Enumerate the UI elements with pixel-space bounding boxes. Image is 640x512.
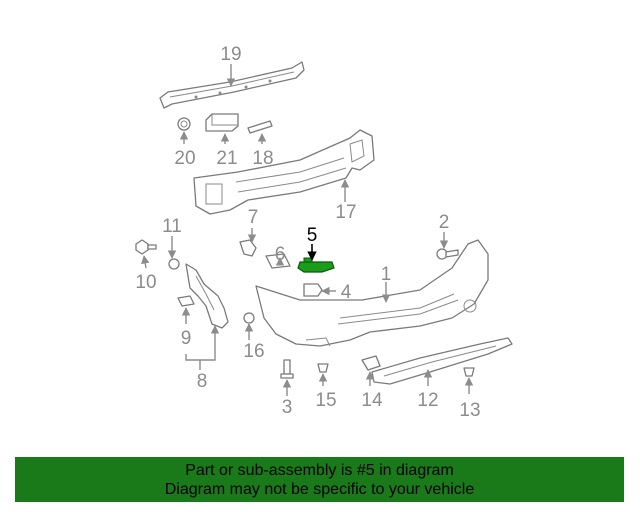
part-17-absorber <box>193 129 375 215</box>
part-10-bolt <box>135 239 157 255</box>
part-2-screw <box>436 248 459 260</box>
part-14-bracket <box>361 355 381 371</box>
part-15-clip <box>317 363 329 373</box>
part-18-rod <box>247 120 273 134</box>
callout-17: 17 <box>335 202 356 223</box>
callout-numbers: 19 20 21 18 17 7 6 5 11 10 2 1 4 9 16 8 … <box>135 44 480 421</box>
callout-7: 7 <box>248 207 259 228</box>
callout-9: 9 <box>181 328 192 349</box>
callout-16: 16 <box>243 341 264 362</box>
callout-3: 3 <box>282 397 293 418</box>
part-7-bracket <box>239 239 257 257</box>
part-9-bracket <box>177 295 195 307</box>
callout-4: 4 <box>341 282 352 303</box>
part-8-mudguard <box>185 263 229 329</box>
callout-20: 20 <box>174 148 195 169</box>
info-banner: Part or sub-assembly is #5 in diagram Di… <box>15 457 624 502</box>
callout-5: 5 <box>307 225 318 246</box>
callout-13: 13 <box>459 400 480 421</box>
callout-18: 18 <box>252 148 273 169</box>
callout-11: 11 <box>162 216 182 237</box>
part-11-clip <box>168 258 180 270</box>
part-5-highlighted-bracket <box>297 257 335 273</box>
banner-line-2: Diagram may not be specific to your vehi… <box>164 481 475 498</box>
part-21-bracket <box>205 113 239 132</box>
part-20-clip <box>177 117 191 131</box>
callout-14: 14 <box>361 390 383 411</box>
banner-line-1: Part or sub-assembly is #5 in diagram <box>185 462 454 479</box>
part-12-step-pad <box>371 337 513 385</box>
callout-2: 2 <box>439 212 450 233</box>
part-13-clip <box>463 367 475 377</box>
callout-15: 15 <box>315 390 336 411</box>
part-19-reinforcement <box>159 61 305 109</box>
callout-19: 19 <box>220 44 241 65</box>
part-4-bracket <box>303 283 323 297</box>
part-3-bolt <box>280 359 294 379</box>
callout-8: 8 <box>197 371 208 392</box>
callout-6: 6 <box>275 244 286 265</box>
callout-12: 12 <box>417 390 438 411</box>
callout-1: 1 <box>381 264 392 285</box>
leader-lines <box>141 64 474 396</box>
callout-10: 10 <box>135 272 156 293</box>
callout-21: 21 <box>216 148 237 169</box>
part-16-clip <box>243 312 255 324</box>
part-1-bumper-cover <box>255 239 489 347</box>
